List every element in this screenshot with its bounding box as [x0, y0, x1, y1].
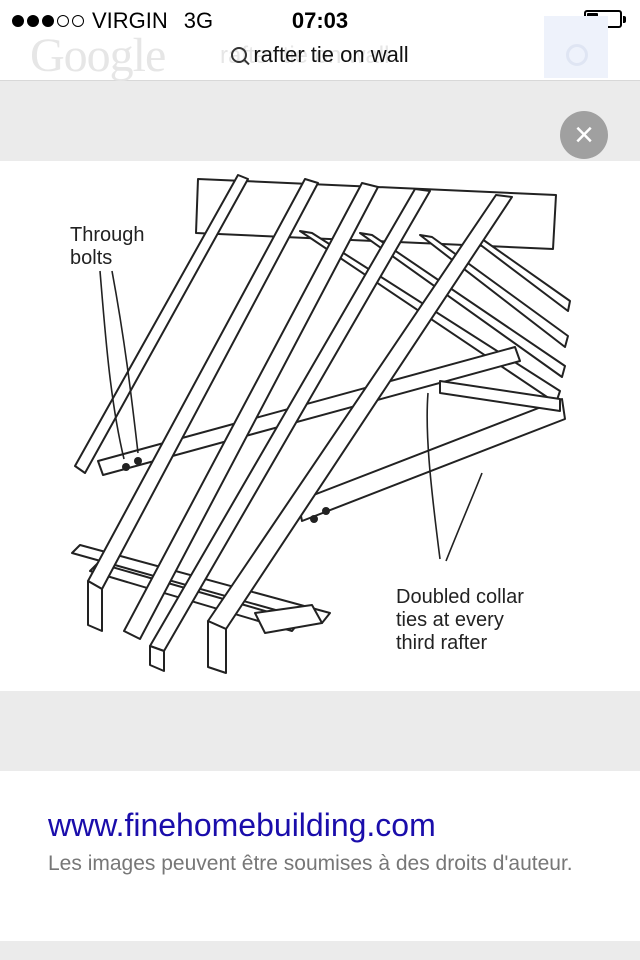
network-type: 3G	[183, 8, 214, 33]
roof-framing-illustration: Through bolts Doubled collar ties at eve…	[70, 174, 571, 674]
search-icon	[566, 44, 588, 66]
through-bolts-label-line1: Through	[70, 224, 145, 246]
image-preview[interactable]: Through bolts Doubled collar ties at eve…	[0, 161, 640, 691]
status-bar: VIRGIN 3G 07:03	[0, 0, 640, 40]
search-button	[544, 16, 608, 78]
source-link[interactable]: www.finehomebuilding.com	[48, 807, 436, 843]
search-header: Google rafter tie on wall rafter tie on …	[0, 16, 640, 82]
copyright-notice: Les images peuvent être soumises à des d…	[48, 852, 573, 875]
collar-ties-label-line3: third rafter	[396, 632, 487, 654]
search-icon	[231, 47, 248, 63]
image-source-panel: www.finehomebuilding.com Les images peuv…	[0, 771, 640, 941]
clock: 07:03	[291, 8, 349, 33]
google-logo: Google	[30, 29, 166, 82]
signal-strength-icon	[12, 15, 84, 27]
close-button[interactable]: ×	[560, 111, 608, 159]
through-bolts-label-line2: bolts	[70, 247, 112, 269]
close-icon: ×	[574, 116, 594, 154]
search-query[interactable]: rafter tie on wall	[0, 42, 640, 68]
search-query-text: rafter tie on wall	[253, 42, 409, 67]
carrier-name: VIRGIN	[92, 8, 168, 33]
collar-ties-label-line1: Doubled collar	[396, 586, 524, 608]
collar-ties-label-line2: ties at every	[396, 609, 504, 631]
